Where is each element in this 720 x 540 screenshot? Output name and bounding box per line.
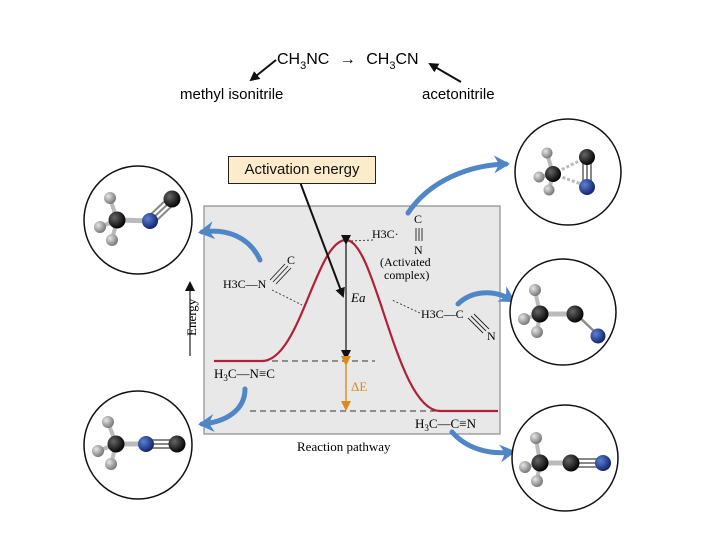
- activation-energy-callout: Activation energy: [228, 156, 376, 184]
- ea-label: Ea: [350, 290, 366, 305]
- bent-product-group: H3C—C: [421, 307, 464, 321]
- reaction-arrow: →: [340, 51, 356, 68]
- molecule-model-top-left: [83, 165, 193, 275]
- molecule-model-top-right: [514, 118, 622, 226]
- bent-bond: [467, 317, 484, 334]
- delta-e-label: ΔE: [351, 379, 367, 394]
- blue-arrow-to-mid-right-model: [455, 286, 516, 307]
- blue-arrow-to-bottom-right-model: [449, 429, 516, 463]
- bent-bond: [275, 267, 292, 285]
- product-name: acetonitrile: [422, 86, 495, 103]
- x-axis-label: Reaction pathway: [297, 439, 391, 454]
- activated-complex-caption: (Activated: [380, 255, 431, 269]
- reaction-equation: CH3NC → CH3CN: [277, 51, 419, 72]
- activated-complex-group: H3C·: [372, 227, 399, 241]
- blue-arrow-to-top-left-model: [198, 221, 263, 263]
- y-axis-label: Energy: [184, 298, 199, 336]
- reactant-name: methyl isonitrile: [180, 86, 283, 103]
- bent-bond: [269, 263, 286, 281]
- bent-bond: [473, 313, 490, 330]
- blue-arrow-to-top-right-model: [405, 155, 510, 216]
- reactant-pointer-arrow: [249, 59, 277, 82]
- bent-bond: [470, 315, 487, 332]
- bent-product-atom: N: [487, 329, 496, 343]
- bent-reactant-group: H3C—N: [223, 277, 267, 291]
- reactant-structure-label: H3C—N≡C: [214, 366, 275, 383]
- energy-diagram-frame: [203, 205, 501, 435]
- bent-left-pointer: [271, 289, 303, 306]
- bent-reactant-atom: C: [287, 253, 295, 267]
- activated-complex-atom-c: C: [414, 212, 422, 226]
- activated-complex-atom-n: N: [414, 243, 423, 257]
- blue-arrow-to-bottom-left-model: [198, 386, 248, 432]
- product-structure-label: H3C—C≡N: [415, 416, 477, 433]
- bent-bond: [272, 265, 289, 283]
- molecule-model-bottom-left: [83, 390, 193, 500]
- molecule-model-bottom-right: [511, 404, 619, 512]
- activation-callout-arrow: [299, 181, 345, 298]
- activated-complex-caption: complex): [384, 268, 429, 282]
- product-pointer-arrow: [428, 62, 462, 83]
- bent-right-pointer: [391, 299, 421, 314]
- molecule-model-mid-right: [509, 258, 617, 366]
